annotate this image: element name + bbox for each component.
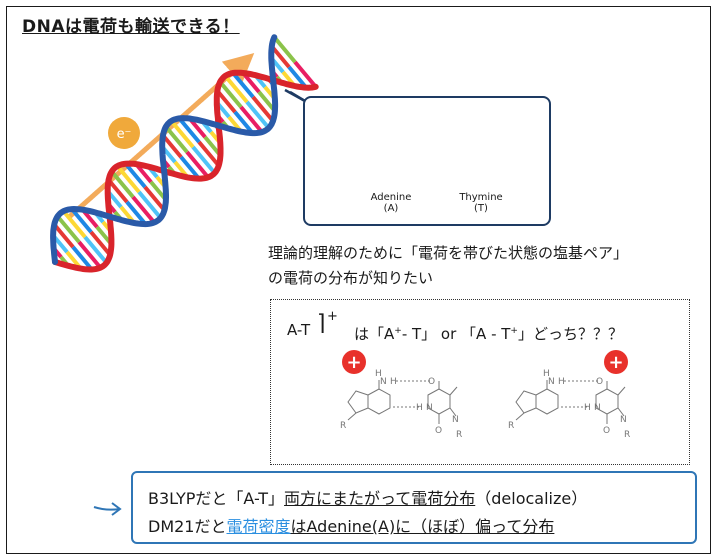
conclusion-box [131, 471, 697, 544]
base-pair-1 [347, 380, 458, 424]
atom-label: N [452, 415, 459, 425]
helix-rung [197, 140, 221, 167]
atom-label: R [508, 421, 514, 431]
base-pair-2 [515, 380, 626, 424]
helix-rung [233, 110, 255, 135]
helix-rung [70, 207, 93, 234]
question-line-1: 理論的理解のために「電荷を帯びた状態の塩基ペア」 [268, 244, 629, 262]
atom-label: O [603, 426, 610, 436]
adenine-label: Adenine (A) [370, 192, 412, 214]
callout-connector-2 [284, 88, 306, 103]
slide-frame [6, 6, 711, 554]
transport-arrow [66, 53, 255, 220]
conclusion-line-1: B3LYPだと「A-T」両方にまたがって電荷分布（delocalize） [148, 489, 588, 508]
atom-label: R [456, 430, 462, 440]
charge-badge-1: + [342, 350, 366, 374]
helix-rung [223, 74, 249, 104]
atom-label: H [416, 403, 423, 413]
helix-strand [52, 69, 319, 273]
helix-rung [56, 215, 81, 244]
atom-label: N [594, 403, 601, 413]
helix-rung [239, 105, 264, 134]
helix-rung [191, 145, 217, 175]
atom-label: N [548, 377, 555, 387]
helix-rung [71, 245, 94, 271]
atom-label: H [558, 377, 565, 387]
helix-rung [185, 150, 210, 179]
helix-rung [179, 155, 201, 180]
helix-rung [177, 117, 201, 144]
comparison-box [270, 299, 690, 465]
helix-rung [125, 200, 147, 226]
helix-rung [115, 164, 141, 194]
base-pair-inset [303, 96, 551, 226]
slide-title: DNAは電荷も輸送できる！ [22, 17, 240, 37]
charged-pair-label: A-T ⌉ + [287, 309, 338, 339]
atom-label: R [624, 430, 630, 440]
helix-rung [287, 65, 308, 89]
helix-rung [161, 134, 183, 159]
atom-label: N [380, 377, 387, 387]
helix-rung [110, 170, 135, 199]
charge-badge-label: + [346, 352, 361, 373]
conclusion-line-2: DM21だと電荷密度はAdenine(A)に（ほぼ）偏って分布 [148, 517, 555, 536]
helix-rung [89, 230, 112, 257]
helix-rung [143, 185, 166, 212]
atom-label: H [375, 369, 382, 379]
charge-badge-2: + [604, 350, 628, 374]
atom-label: O [435, 426, 442, 436]
helix-rung [164, 125, 189, 154]
atom-label: N [426, 403, 433, 413]
helix-rung [137, 190, 163, 220]
atom-label: R [340, 421, 346, 431]
pointer-arrow-icon [93, 502, 122, 516]
helix-strand [50, 34, 279, 265]
dna-helix [50, 34, 319, 273]
helix-rung [77, 240, 102, 269]
helix-rung [231, 71, 255, 99]
helix-rung [270, 45, 291, 69]
helix-rung [124, 162, 147, 189]
helix-rung [293, 60, 318, 89]
question-line-2: の電荷の分布が知りたい [268, 269, 434, 287]
helix-rung [245, 100, 271, 130]
helix-rung [218, 80, 243, 109]
electron-icon [108, 117, 140, 149]
comparison-question: は「A+- T」 or 「A - T+」どっち？？？ [354, 325, 623, 343]
helix-rung [107, 178, 129, 204]
helix-rung [61, 209, 87, 239]
helix-rung [131, 195, 156, 224]
helix-rung [52, 223, 75, 249]
atom-label: H [543, 369, 550, 379]
helix-rung [169, 119, 195, 149]
helix-rung [215, 89, 237, 114]
helix-rung [83, 235, 109, 265]
atom-label: H [584, 403, 591, 413]
thymine-label: Thymine (T) [459, 192, 503, 214]
charge-badge-label: + [608, 352, 623, 373]
atom-label: O [428, 377, 435, 387]
electron-label: e⁻ [117, 127, 132, 142]
atom-label: N [620, 415, 627, 425]
helix-rung [251, 95, 275, 123]
atom-label: O [596, 377, 603, 387]
helix-rung [272, 35, 297, 64]
atom-label: H [390, 377, 397, 387]
